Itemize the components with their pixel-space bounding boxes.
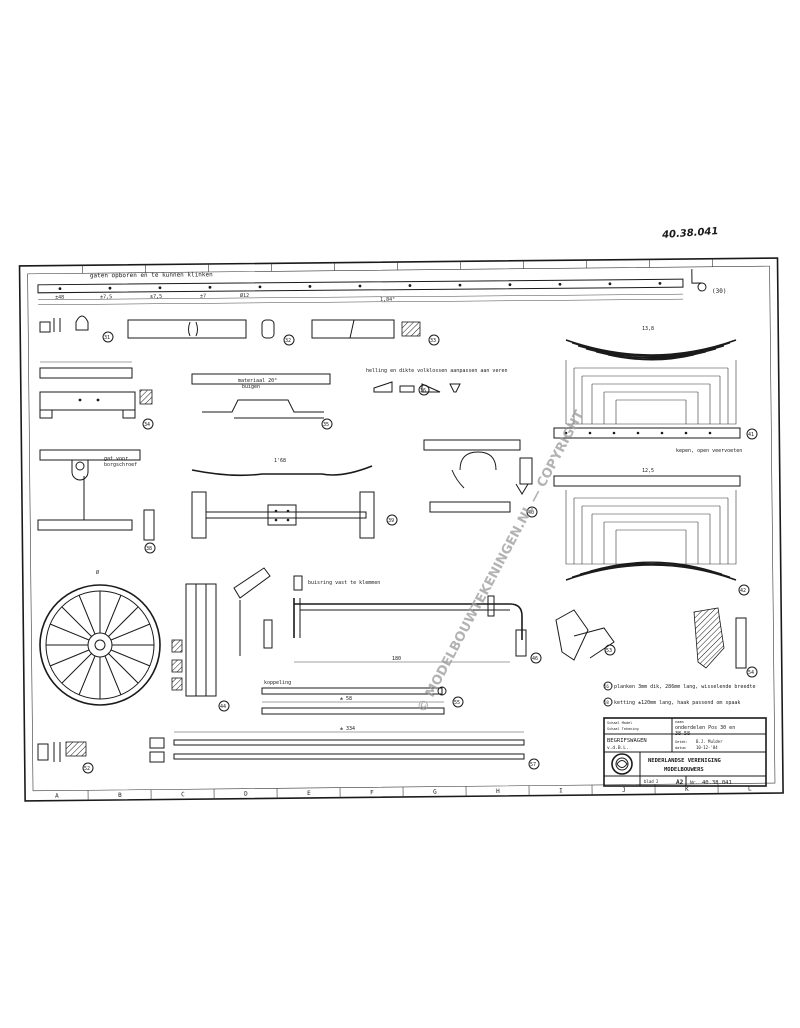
part-34-clamp: 34: [40, 362, 153, 429]
part-33-block: 33: [312, 320, 439, 345]
svg-text:D: D: [244, 791, 248, 798]
svg-text:Schaal Model: Schaal Model: [607, 721, 632, 725]
svg-text:10-12-'84: 10-12-'84: [696, 745, 718, 750]
svg-text:38-58: 38-58: [675, 731, 690, 737]
svg-text:Getek:: Getek:: [675, 740, 688, 744]
svg-text:53: 53: [606, 648, 612, 654]
svg-text:± 334: ± 334: [340, 726, 355, 732]
notes-56-58: 56 planken 3mm dik, 286mm lang, wisselen…: [604, 682, 755, 706]
svg-text:Ø: Ø: [96, 569, 99, 576]
svg-text:±7,5: ±7,5: [100, 294, 112, 300]
handwritten-drawing-number: 40.38.041: [661, 226, 719, 241]
part-43-wheel: Ø: [40, 569, 160, 705]
svg-text:13,8: 13,8: [642, 326, 654, 332]
svg-text:38: 38: [146, 546, 152, 552]
note-planken: planken 3mm dik, 286mm lang, wisselende …: [614, 684, 755, 690]
part-57-long-rod: ± 334 57: [150, 726, 539, 769]
svg-text:±48: ±48: [55, 295, 64, 301]
svg-text:52: 52: [84, 766, 90, 772]
note-ketting: ketting ±120mm lang, haak passend om spa…: [614, 700, 740, 706]
note-helling: helling en dikte volklossen aanpassen aa…: [366, 368, 507, 374]
title-drawing-name: BEGRIFSWAGEN: [607, 738, 647, 744]
part-36-wedges: helling en dikte volklossen aanpassen aa…: [366, 368, 507, 395]
svg-text:datum: datum: [675, 746, 686, 750]
org-seal-logo: [612, 754, 632, 774]
svg-text:33: 33: [430, 338, 436, 344]
svg-text:G: G: [433, 789, 437, 796]
svg-text:32: 32: [285, 338, 291, 344]
part-41-leaf-spring-top: 13,8 41 kepen, open veervoeten: [554, 326, 757, 454]
svg-text:H: H: [496, 788, 500, 795]
svg-text:180: 180: [392, 656, 401, 662]
top-strip-bar: gaten opboren en te kunnen klinken ±48 ±…: [38, 267, 727, 306]
svg-text:Ø12: Ø12: [240, 292, 249, 299]
svg-text:± 58: ± 58: [340, 696, 352, 702]
copyright-watermark: © MODELBOUWTEKENINGEN.NL — COPYRIGHT: [415, 408, 588, 715]
frame-ticks: [83, 259, 719, 801]
svg-text:A2: A2: [676, 779, 684, 786]
svg-text:F: F: [370, 789, 374, 796]
svg-text:E: E: [307, 790, 311, 797]
svg-text:36: 36: [420, 388, 426, 394]
svg-text:55: 55: [454, 700, 460, 706]
part-52-nut: 52: [38, 742, 93, 773]
note-gates: gaten opboren en te kunnen klinken: [90, 271, 213, 279]
title-org-line1: NEDERLANDSE VERENIGING: [648, 758, 722, 764]
svg-text:blad 2: blad 2: [644, 779, 659, 784]
svg-text:K: K: [685, 786, 689, 793]
svg-text:I: I: [559, 787, 563, 794]
part-31-bracket: 31: [40, 316, 113, 342]
svg-text:41: 41: [748, 432, 754, 438]
svg-text:42: 42: [740, 588, 746, 594]
svg-text:buigen: buigen: [242, 384, 260, 390]
svg-text:54: 54: [748, 670, 754, 676]
sheet-frame: A B C D E F G H I J K L: [20, 258, 784, 801]
svg-text:J: J: [622, 787, 626, 794]
part-38-bracket: gat voor borgschroef 38: [38, 450, 155, 553]
svg-text:±7: ±7: [200, 293, 206, 299]
part-39-cross-beam: 1'68 39: [192, 458, 397, 538]
svg-text:C: C: [181, 791, 185, 798]
svg-text:44: 44: [220, 704, 226, 710]
svg-text:57: 57: [530, 762, 536, 768]
part-35-step: materiaal 20° buigen 35: [192, 374, 332, 429]
title-block: Schaal Model Schaal Tekening BEGRIFSWAGE…: [604, 718, 766, 786]
svg-text:A: A: [55, 793, 59, 800]
svg-text:31: 31: [104, 335, 110, 341]
svg-text:naam: naam: [675, 720, 683, 724]
note-buisring: buisring vast te klemmen: [308, 580, 380, 586]
svg-text:±7,5: ±7,5: [150, 294, 162, 300]
svg-text:v.d.B.L.: v.d.B.L.: [607, 745, 629, 751]
svg-text:12,5: 12,5: [642, 468, 654, 474]
svg-text:34: 34: [144, 422, 150, 428]
svg-text:(30): (30): [712, 288, 727, 295]
svg-text:borgschroef: borgschroef: [104, 462, 137, 468]
part-42-leaf-spring-bottom: 12,5 42: [554, 468, 749, 595]
part-53-brake-shoes: 53 54: [556, 608, 757, 677]
title-org-line2: MODELBOUWERS: [664, 767, 704, 773]
svg-text:35: 35: [323, 422, 329, 428]
note-keepen: kepen, open veervoeten: [676, 448, 742, 454]
part-44-wheel-profile: 44: [172, 584, 229, 711]
svg-text:39: 39: [388, 518, 394, 524]
svg-text:1'68: 1'68: [274, 458, 286, 464]
svg-text:B: B: [118, 792, 122, 799]
svg-text:Nr.: Nr.: [690, 780, 698, 786]
svg-text:B.J. Mulder: B.J. Mulder: [696, 739, 723, 744]
title-number: 40.38.041: [702, 780, 732, 786]
svg-text:46: 46: [532, 656, 538, 662]
svg-text:58: 58: [604, 700, 609, 705]
svg-text:Schaal Tekening: Schaal Tekening: [607, 727, 639, 731]
part-32-block: 32: [128, 320, 294, 345]
svg-text:56: 56: [604, 684, 609, 689]
svg-text:koppeling: koppeling: [264, 680, 291, 686]
part-40-curved-bracket: 40: [424, 440, 537, 517]
dim-top-bar-total: 1,84°: [380, 297, 395, 303]
